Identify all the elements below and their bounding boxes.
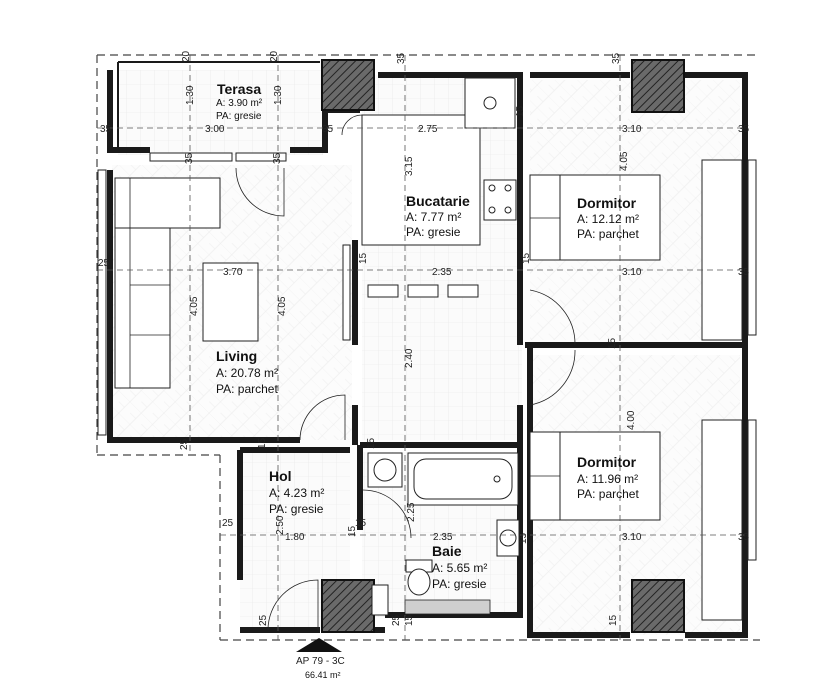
dim-top-35a: 35	[396, 52, 407, 64]
dim-b-15b: 15	[608, 614, 619, 626]
dim-r1-15: 15	[515, 105, 526, 117]
terasa-floor: PA: gresie	[216, 111, 262, 122]
bucatarie-area: A: 7.77 m²	[406, 210, 461, 224]
dim-v-315: 3.15	[404, 156, 415, 176]
dim-terasa-h1: 1.30	[185, 85, 196, 105]
living-name: Living	[216, 348, 257, 364]
outer-frame	[96, 54, 760, 641]
room-baie: Baie A: 5.65 m² PA: gresie	[432, 543, 487, 591]
dim-r4-310: 3.10	[622, 532, 642, 543]
dim-v-405: 4.05	[619, 151, 630, 171]
dim-v-15: 15	[607, 337, 618, 349]
dim-v-240: 2.40	[404, 348, 415, 368]
dim-v-225: 2.25	[406, 502, 417, 522]
dim-r2-15a: 15	[358, 252, 369, 264]
dim-r4-180: 1.80	[285, 532, 305, 543]
dimension-lines	[97, 55, 745, 640]
dim-r2-310: 3.10	[622, 267, 642, 278]
baie-name: Baie	[432, 543, 462, 559]
entrance-label: AP 79 - 3C	[296, 656, 345, 667]
dim-r2-235: 2.35	[432, 267, 452, 278]
doors	[235, 114, 576, 631]
windows	[97, 152, 757, 561]
dim-r3-25: 25	[222, 518, 234, 529]
hol-floor: PA: gresie	[269, 502, 324, 516]
dim-r2-35: 35	[738, 267, 750, 278]
baie-area: A: 5.65 m²	[432, 561, 487, 575]
dim-v-250: 2.50	[275, 515, 286, 535]
room-hol: Hol A: 4.23 m² PA: gresie	[269, 468, 324, 516]
terasa-name: Terasa	[217, 81, 261, 97]
dim-b-25a: 25	[258, 614, 269, 626]
dim-r2-370: 3.70	[223, 267, 243, 278]
bucatarie-name: Bucatarie	[406, 193, 470, 209]
dim-v-35a: 35	[184, 152, 195, 164]
dim-r1-300: 3.00	[205, 124, 225, 135]
dormitor1-name: Dormitor	[577, 195, 637, 211]
entrance-arrow-icon	[296, 638, 342, 652]
room-bucatarie: Bucatarie A: 7.77 m² PA: gresie	[406, 193, 470, 239]
room-dormitor-2: Dormitor A: 11.96 m² PA: parchet	[577, 454, 639, 501]
dim-r1-35b: 35	[322, 124, 334, 135]
dim-v-405b: 4.05	[277, 296, 288, 316]
furniture	[114, 77, 743, 621]
dimension-labels: 20 20 35 35 1.30 1.30 35 3.00 35 2.75 15…	[98, 50, 750, 626]
hol-name: Hol	[269, 468, 292, 484]
entrance-marker: AP 79 - 3C 66.41 m²	[296, 638, 345, 680]
dormitor2-area: A: 11.96 m²	[577, 472, 638, 486]
dim-r2-15b: 15	[521, 252, 532, 264]
dim-r2-25: 25	[98, 258, 110, 269]
dim-r4-15b: 15	[518, 532, 529, 544]
room-terasa: Terasa A: 3.90 m² PA: gresie	[216, 81, 263, 122]
baie-floor: PA: gresie	[432, 577, 487, 591]
dim-m-25: 25	[179, 438, 190, 450]
walls	[107, 61, 748, 638]
dim-top-35b: 35	[611, 52, 622, 64]
dim-v-405a: 4.05	[189, 296, 200, 316]
dim-h-15: 15	[355, 518, 367, 529]
dormitor1-floor: PA: parchet	[577, 227, 639, 241]
entrance-area: 66.41 m²	[305, 670, 341, 680]
dim-top-20a: 20	[181, 50, 192, 62]
dormitor2-name: Dormitor	[577, 454, 637, 470]
dim-v-35b: 35	[272, 152, 283, 164]
bucatarie-floor: PA: gresie	[406, 225, 461, 239]
hol-area: A: 4.23 m²	[269, 486, 324, 500]
dim-b-25b: 25	[391, 614, 402, 626]
dim-r4-15: 15	[347, 525, 358, 537]
dim-r1-35a: 35	[100, 124, 112, 135]
living-area: A: 20.78 m²	[216, 366, 278, 380]
room-dormitor-1: Dormitor A: 12.12 m² PA: parchet	[577, 195, 639, 241]
room-living: Living A: 20.78 m² PA: parchet	[216, 348, 278, 396]
dim-r1-275: 2.75	[418, 124, 438, 135]
dim-terasa-h2: 1.30	[273, 85, 284, 105]
dim-m-15a: 15	[257, 437, 268, 449]
dim-r4-35: 35	[738, 532, 750, 543]
dormitor1-area: A: 12.12 m²	[577, 212, 639, 226]
living-floor: PA: parchet	[216, 382, 278, 396]
dormitor2-floor: PA: parchet	[577, 487, 639, 501]
dim-r4-235: 2.35	[433, 532, 453, 543]
dim-m-15b: 15	[366, 437, 377, 449]
terasa-area: A: 3.90 m²	[216, 98, 263, 109]
dim-top-20b: 20	[269, 50, 280, 62]
dim-r1-35c: 35	[738, 124, 750, 135]
dim-r1-310: 3.10	[622, 124, 642, 135]
dim-v-400: 4.00	[626, 410, 637, 430]
dim-b-15: 15	[404, 614, 415, 626]
